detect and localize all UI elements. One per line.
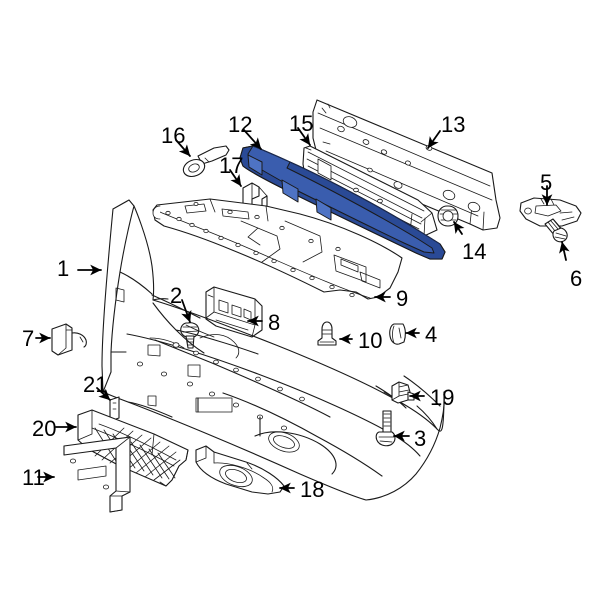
part-7-tow-eye-cover (51, 323, 87, 356)
callout-arrow-16 (175, 139, 191, 157)
part-19-bumper-cover-clip (391, 381, 415, 404)
part-8-deflector-bracket (205, 286, 263, 338)
callout-arrow-6 (559, 241, 570, 261)
callout-arrow-14 (453, 221, 465, 235)
part-6-bolt (544, 218, 568, 243)
callout-number-12[interactable]: 12 (228, 112, 253, 137)
part-12-impact-bar-highlighted (239, 145, 446, 260)
callout-arrows (35, 127, 570, 494)
callout-number-15[interactable]: 15 (289, 111, 314, 136)
callout-number-4[interactable]: 4 (425, 322, 438, 347)
callout-number-2[interactable]: 2 (170, 283, 183, 308)
callout-number-13[interactable]: 13 (441, 112, 466, 137)
callout-arrow-2 (181, 299, 192, 323)
part-13-reinforcement-beam (312, 99, 501, 231)
callout-number-9[interactable]: 9 (396, 286, 409, 311)
callout-number-14[interactable]: 14 (462, 239, 487, 264)
callout-number-21[interactable]: 21 (83, 372, 108, 397)
part-1-bumper-cover (101, 199, 445, 501)
callout-number-6[interactable]: 6 (570, 266, 583, 291)
callout-number-7[interactable]: 7 (22, 326, 35, 351)
callout-number-17[interactable]: 17 (219, 153, 244, 178)
callout-number-11[interactable]: 11 (22, 465, 45, 490)
part-21-grille-clip (109, 396, 120, 422)
part-11-license-plate-bracket (63, 436, 131, 513)
part-14-nut (437, 205, 459, 227)
callout-number-18[interactable]: 18 (300, 477, 325, 502)
callout-number-10[interactable]: 10 (358, 328, 383, 353)
callout-number-16[interactable]: 16 (161, 123, 186, 148)
part-9-upper-air-deflector (152, 198, 403, 300)
callout-number-20[interactable]: 20 (32, 416, 57, 441)
part-3-lower-bolt (375, 410, 396, 447)
callout-number-3[interactable]: 3 (414, 426, 427, 451)
callout-arrow-13 (427, 130, 441, 149)
callout-number-5[interactable]: 5 (540, 170, 553, 195)
callout-arrow-12 (243, 129, 262, 150)
callout-arrow-15 (297, 127, 311, 146)
callout-number-19[interactable]: 19 (430, 385, 455, 410)
part-16-tow-hook-eye (182, 145, 230, 178)
part-10-push-pin (317, 321, 337, 346)
part-18-fog-lamp-bezel (195, 445, 285, 495)
part-4-retainer-clip (389, 323, 406, 345)
callout-arrow-17 (229, 169, 242, 187)
callout-arrow-21 (96, 387, 111, 401)
callout-number-1[interactable]: 1 (57, 256, 70, 281)
callout-number-8[interactable]: 8 (268, 310, 281, 335)
